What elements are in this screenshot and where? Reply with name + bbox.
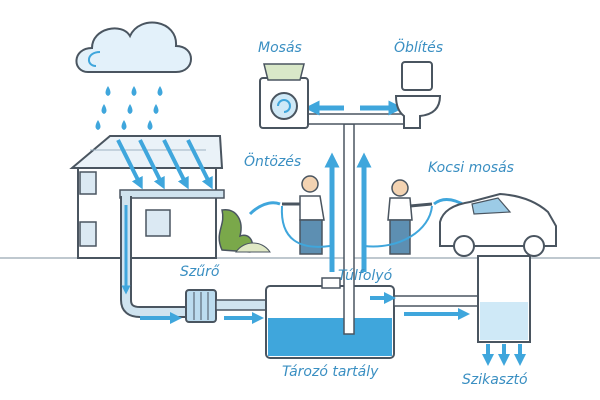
label-washing: Mosás	[258, 40, 302, 56]
rain-drops	[95, 86, 163, 130]
watering-spray	[248, 201, 281, 216]
roof-flow-arrows	[116, 139, 213, 190]
toilet-icon	[394, 61, 442, 129]
car-hose	[363, 205, 433, 248]
woman-figure	[282, 175, 325, 255]
soakaway-unit	[477, 255, 531, 366]
label-flushing: Öblítés	[394, 40, 444, 56]
man-figure	[387, 179, 433, 255]
label-watering: Öntözés	[244, 154, 302, 170]
cloud-icon	[75, 21, 192, 73]
garden-hose	[280, 205, 331, 248]
top-pipe	[295, 100, 405, 125]
downpipe	[120, 196, 186, 318]
overflow-pipe	[393, 295, 479, 307]
label-overflow: Túlfolyó	[338, 268, 393, 284]
pipe-to-tank	[215, 299, 267, 311]
label-car-wash: Kocsi mosás	[428, 160, 514, 176]
washing-machine-icon	[259, 63, 309, 129]
label-storage-tank: Tározó tartály	[282, 364, 379, 380]
label-soakaway: Szikasztó	[462, 372, 528, 388]
car-icon	[439, 192, 557, 257]
label-filter: Szűrő	[180, 264, 220, 280]
bush-icon	[218, 209, 271, 253]
storage-tank	[265, 277, 395, 359]
supply-pipe	[324, 123, 372, 335]
filter-unit	[185, 289, 217, 323]
